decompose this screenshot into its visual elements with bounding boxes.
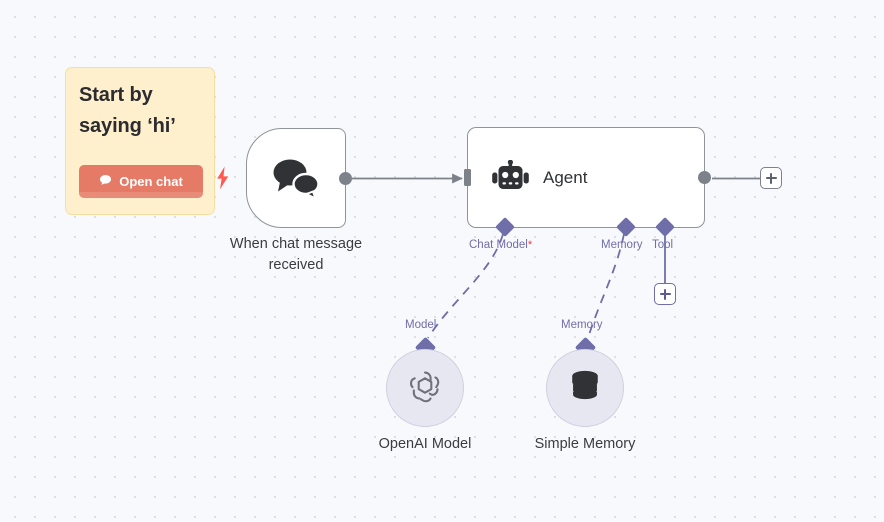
open-chat-button-label: Open chat (119, 174, 183, 189)
sticky-note-title: Start by saying ‘hi’ (79, 84, 176, 137)
plus-vertical-bar (770, 172, 772, 184)
sticky-note[interactable]: Start by saying ‘hi’ Open chat (65, 67, 215, 215)
port-label-chat-model-text: Chat Model (469, 239, 528, 251)
node-label-agent: Agent (543, 167, 588, 187)
node-when-chat-message-received[interactable] (246, 128, 352, 228)
add-node-after-agent-button[interactable] (760, 167, 782, 189)
sub-port-label-memory: Memory (561, 319, 603, 331)
openai-logo-icon (407, 368, 443, 409)
trigger-output-port[interactable] (339, 171, 352, 185)
port-label-memory: Memory (601, 239, 643, 251)
node-simple-memory[interactable] (546, 349, 624, 427)
node-label-trigger: When chat message received (229, 236, 363, 273)
chat-bubbles-icon (270, 156, 322, 201)
node-label-simple-memory: Simple Memory (534, 436, 636, 452)
database-icon (570, 369, 601, 407)
chat-bubble-icon (99, 174, 112, 187)
robot-icon (490, 159, 532, 196)
sub-port-label-model: Model (405, 319, 437, 331)
plus-vertical-bar (664, 288, 666, 300)
port-label-tool: Tool (652, 239, 674, 251)
node-label-openai-model: OpenAI Model (378, 436, 472, 452)
agent-output-port[interactable] (698, 171, 711, 184)
port-label-chat-model: Chat Model* (469, 239, 532, 251)
node-agent[interactable]: Agent (464, 127, 711, 228)
node-openai-model[interactable] (386, 349, 464, 427)
open-chat-button[interactable]: Open chat (79, 165, 203, 198)
lightning-bolt-icon (215, 166, 231, 190)
add-tool-button[interactable] (654, 283, 676, 305)
agent-input-port[interactable] (464, 169, 471, 186)
required-asterisk: * (527, 239, 533, 251)
